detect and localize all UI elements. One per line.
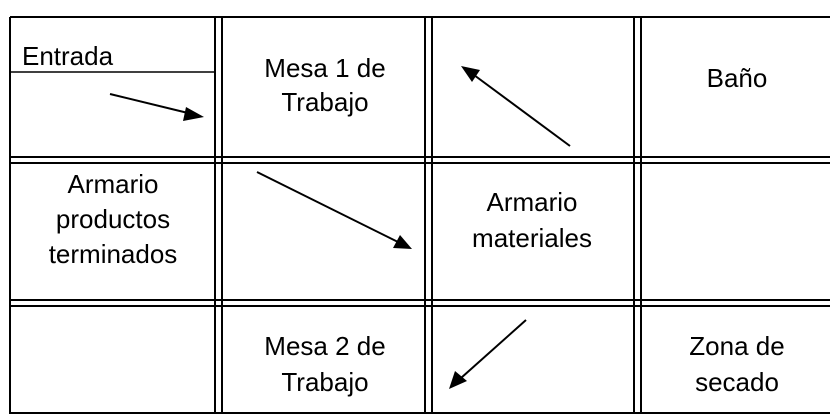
grid-lines — [9, 16, 830, 414]
cell-zona-secado-label: Zona de secado — [689, 331, 784, 397]
svg-text:secado: secado — [695, 367, 779, 397]
svg-text:Zona de: Zona de — [689, 331, 784, 361]
arrow-entrada-to-mesa1 — [109, 93, 204, 121]
cell-mesa1-label: Mesa 1 de Trabajo — [264, 53, 385, 117]
svg-text:productos: productos — [56, 204, 170, 234]
arrow-to-mesa2 — [449, 319, 527, 389]
arrow-to-mesa1-from-right — [461, 66, 571, 147]
cell-mesa2-label: Mesa 2 de Trabajo — [264, 331, 385, 397]
cell-bano-label: Baño — [707, 63, 768, 93]
svg-text:Trabajo: Trabajo — [281, 87, 368, 117]
svg-text:materiales: materiales — [472, 223, 592, 253]
cell-armario-productos-label: Armario productos terminados — [49, 169, 178, 269]
svg-text:Armario: Armario — [486, 187, 577, 217]
cell-entrada-label: Entrada — [22, 41, 114, 71]
svg-text:Trabajo: Trabajo — [281, 367, 368, 397]
cell-armario-materiales-label: Armario materiales — [472, 187, 592, 253]
svg-text:Mesa 2 de: Mesa 2 de — [264, 331, 385, 361]
svg-text:Armario: Armario — [67, 169, 158, 199]
svg-text:terminados: terminados — [49, 239, 178, 269]
svg-text:Mesa 1 de: Mesa 1 de — [264, 53, 385, 83]
arrow-to-armario-materiales — [256, 171, 412, 249]
